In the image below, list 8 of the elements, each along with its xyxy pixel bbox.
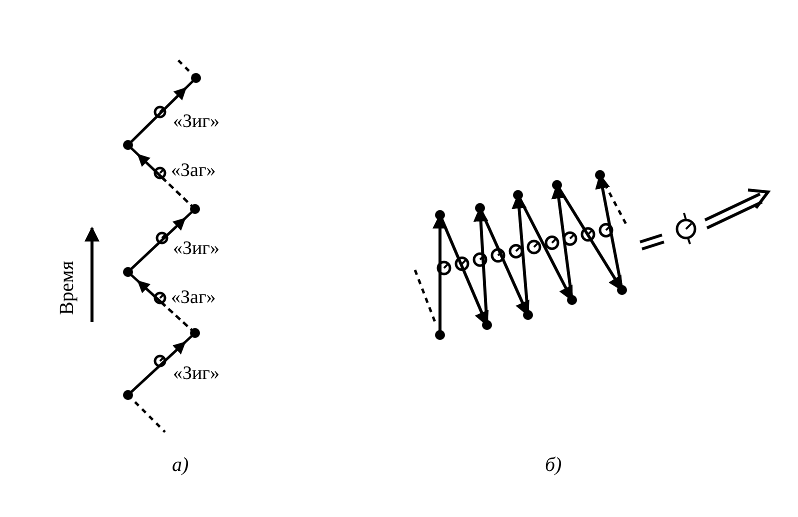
segment-label: «Зиг» xyxy=(173,112,220,131)
segment-label: «Зиг» xyxy=(173,239,220,258)
segment-label: «Зиг» xyxy=(173,364,220,383)
segment-label: «Заг» xyxy=(171,161,216,180)
segment-label: «Заг» xyxy=(171,288,216,307)
panel-label: а) xyxy=(172,455,189,475)
axis-label: Время xyxy=(57,260,78,316)
panel-label: б) xyxy=(545,455,562,475)
